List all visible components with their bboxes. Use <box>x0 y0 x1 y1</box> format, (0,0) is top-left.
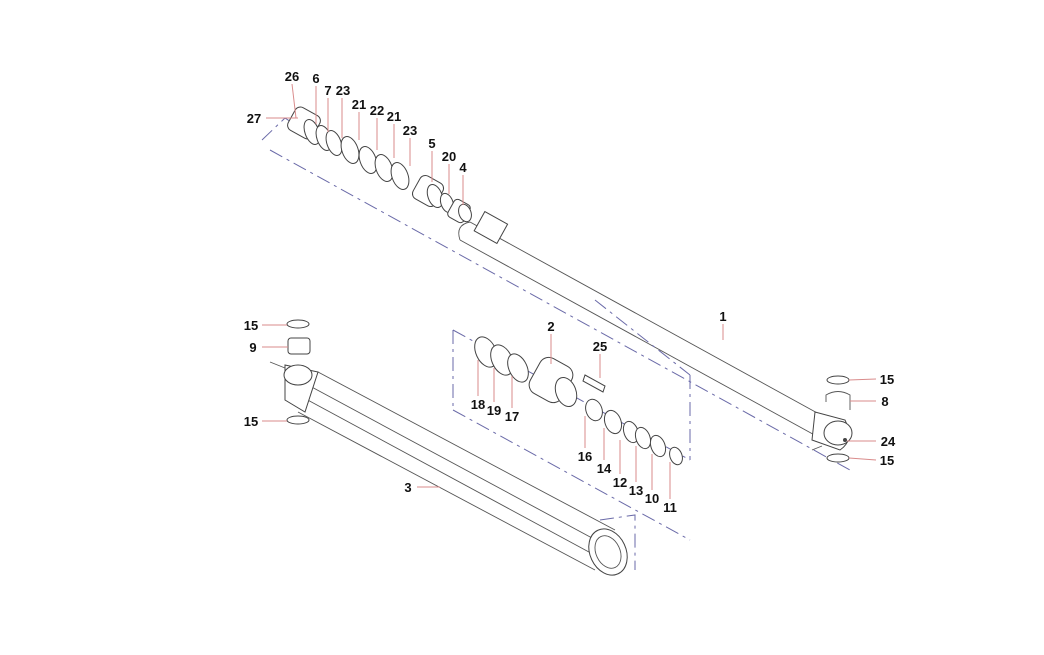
leader-lines <box>262 83 877 499</box>
callout-1: 1 <box>719 309 726 324</box>
callout-15: 15 <box>244 414 258 429</box>
callout-13: 13 <box>629 483 643 498</box>
callout-23: 23 <box>336 83 350 98</box>
callout-15: 15 <box>880 453 894 468</box>
callout-3: 3 <box>404 480 411 495</box>
callout-14: 14 <box>597 461 612 476</box>
rod-centerline <box>261 117 851 471</box>
callout-15: 15 <box>880 372 894 387</box>
callouts: 26 6 7 23 21 22 21 23 5 20 4 27 1 2 25 1… <box>244 69 896 515</box>
callout-8: 8 <box>881 394 888 409</box>
callout-10: 10 <box>645 491 659 506</box>
callout-15: 15 <box>244 318 258 333</box>
piston-rod <box>458 210 853 463</box>
callout-9: 9 <box>249 340 256 355</box>
piston-parts <box>474 336 683 466</box>
callout-6: 6 <box>312 71 319 86</box>
callout-2: 2 <box>547 319 554 334</box>
gland-parts <box>287 106 472 224</box>
callout-19: 19 <box>487 403 501 418</box>
callout-20: 20 <box>442 149 456 164</box>
callout-25: 25 <box>593 339 607 354</box>
callout-27: 27 <box>247 111 261 126</box>
callout-12: 12 <box>613 475 627 490</box>
callout-23: 23 <box>403 123 417 138</box>
callout-21: 21 <box>387 109 401 124</box>
callout-7: 7 <box>324 83 331 98</box>
cylinder-tube <box>269 319 636 576</box>
callout-5: 5 <box>428 136 435 151</box>
callout-18: 18 <box>471 397 485 412</box>
callout-17: 17 <box>505 409 519 424</box>
callout-22: 22 <box>370 103 384 118</box>
callout-16: 16 <box>578 449 592 464</box>
callout-21: 21 <box>352 97 366 112</box>
callout-26: 26 <box>285 69 299 84</box>
callout-24: 24 <box>881 434 896 449</box>
callout-11: 11 <box>663 500 677 515</box>
callout-4: 4 <box>459 160 467 175</box>
